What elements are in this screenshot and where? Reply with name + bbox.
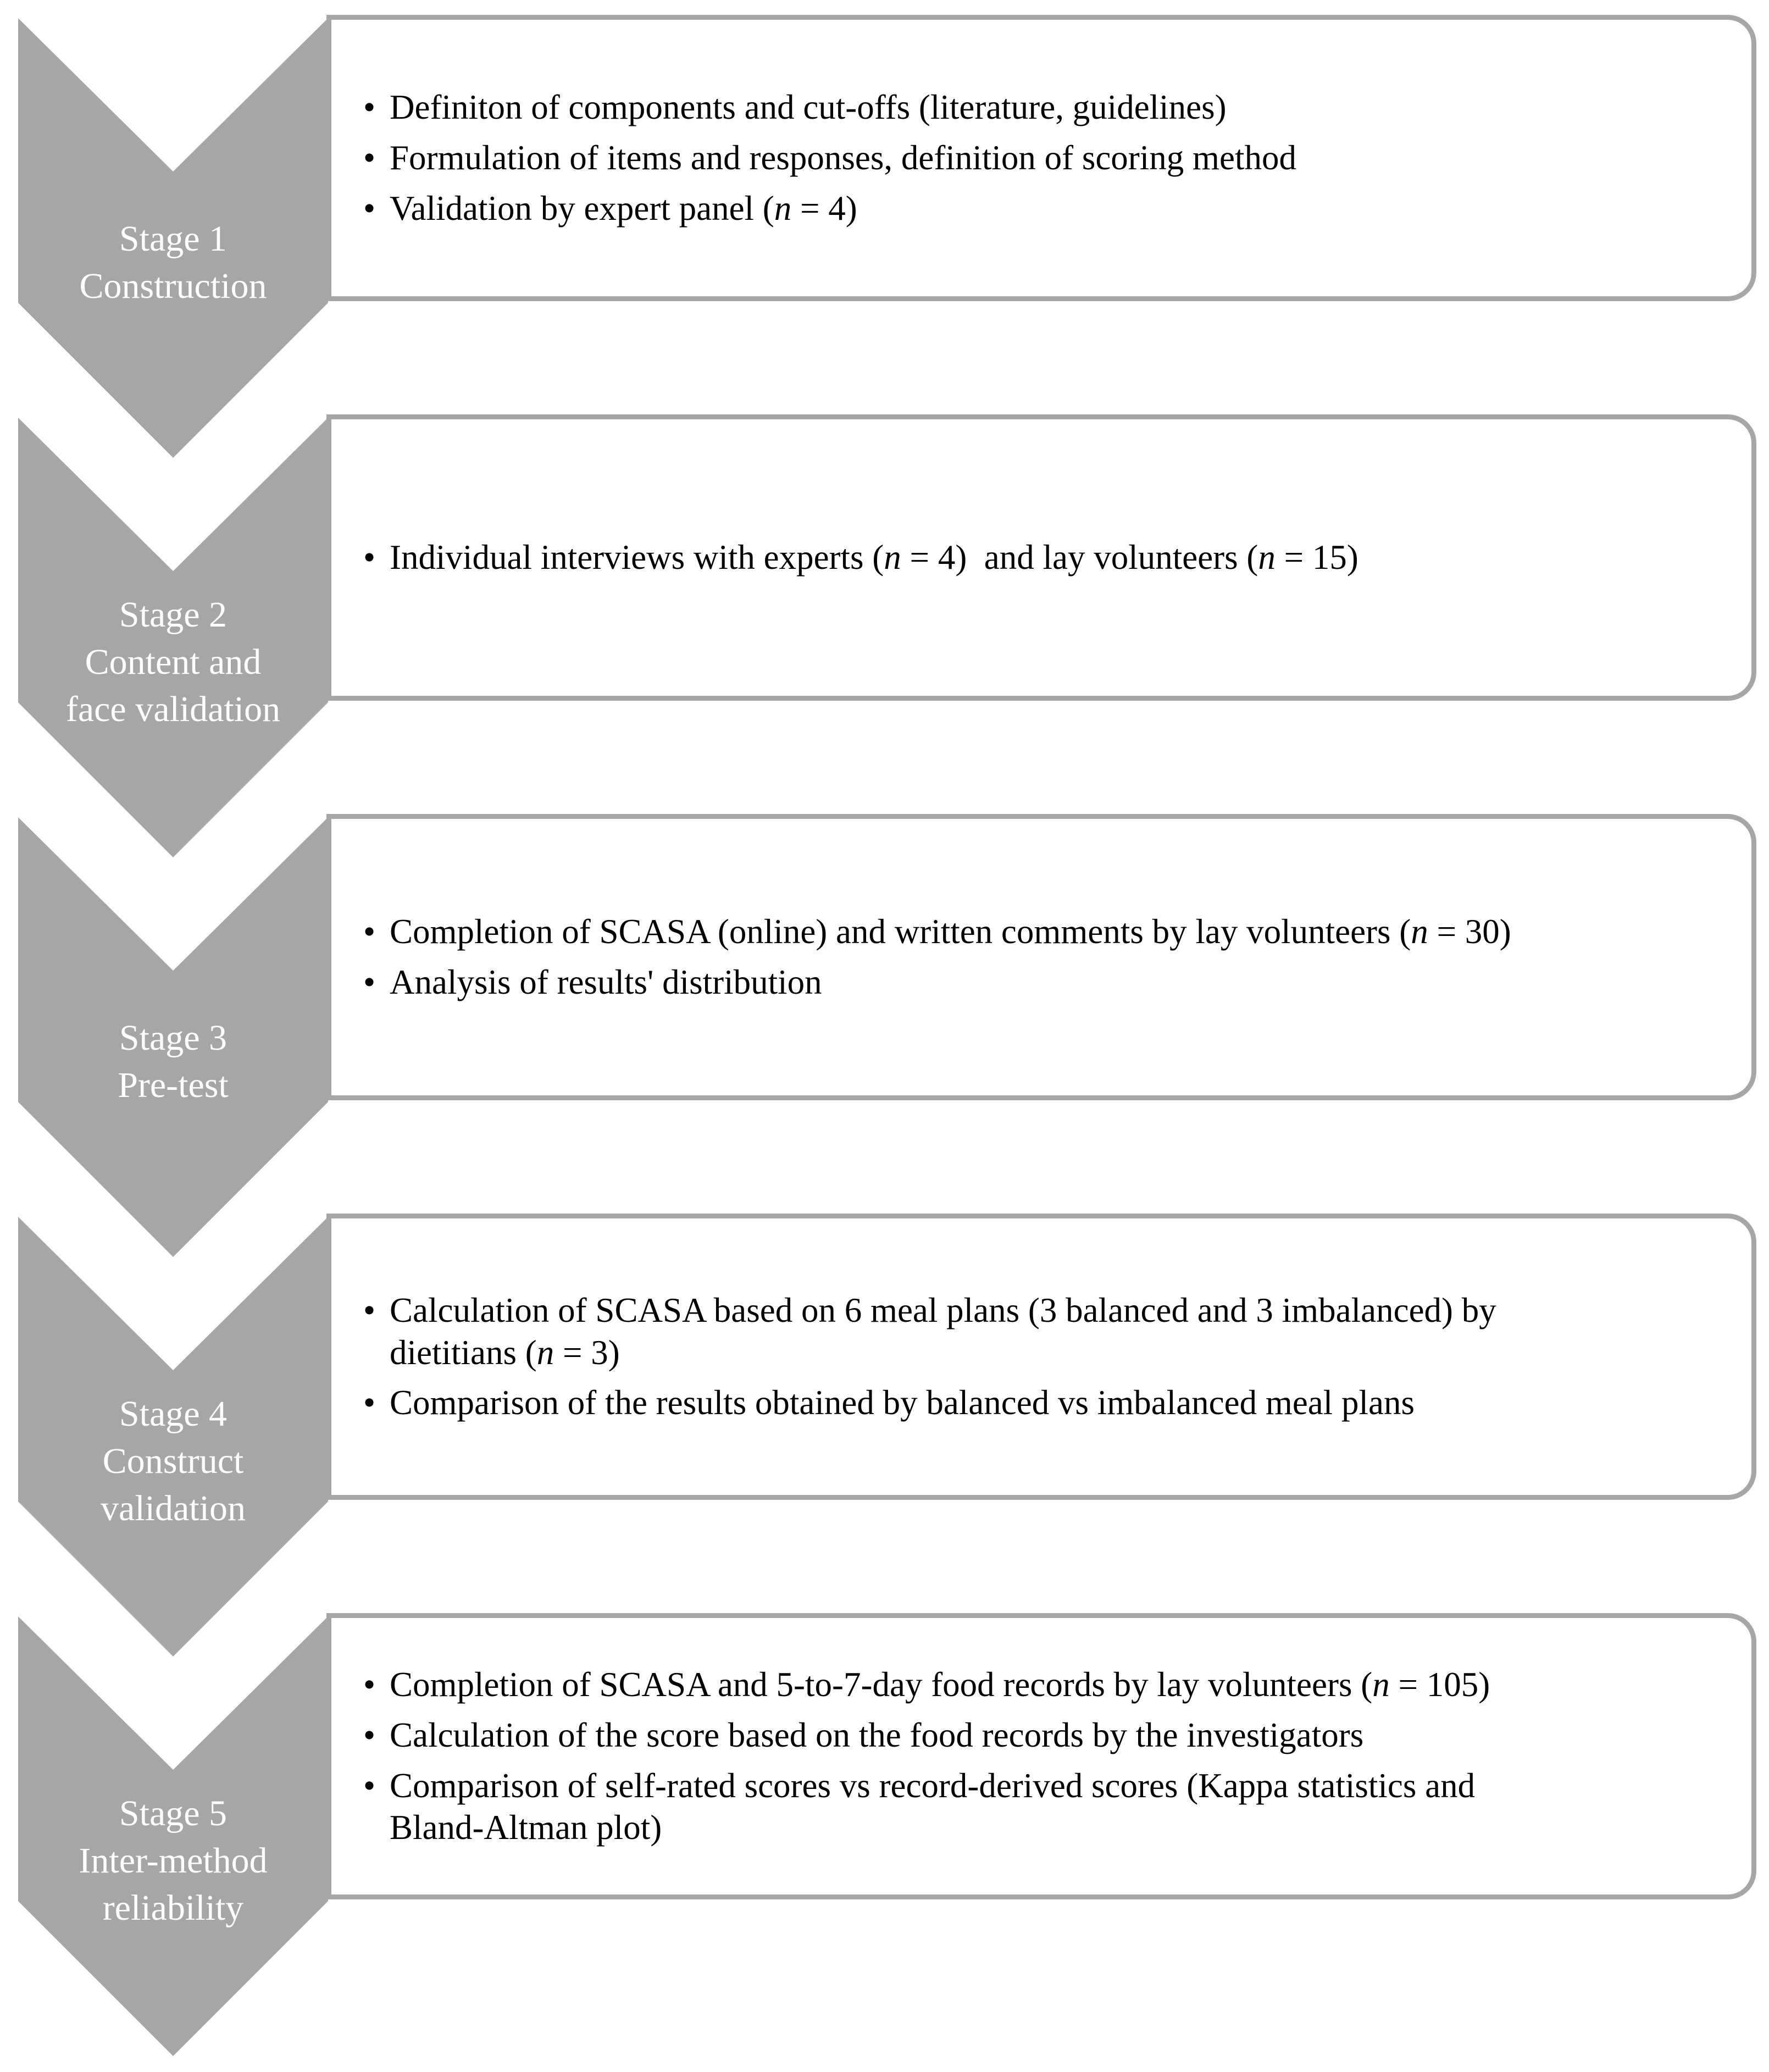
bullet-text: Definiton of components and cut-offs (li… [390,88,1227,127]
bullet-text: Individual interviews with experts (n = … [390,538,1358,577]
stage-3-label: Stage 3 Pre-test [118,1018,229,1105]
bullet-item: Definiton of components and cut-offs (li… [363,86,1721,129]
stage-5-bullet-list: Completion of SCASA and 5-to-7-day food … [363,1655,1721,1857]
bullet-text: Calculation of SCASA based on 6 meal pla… [390,1290,1496,1372]
stage-2-label: Stage 2 Content and face validation [65,595,281,729]
stage-1-detail-box: Definiton of components and cut-offs (li… [326,15,1756,301]
bullet-text: Completion of SCASA (online) and written… [390,912,1511,951]
stage-2-bullet-list: Individual interviews with experts (n = … [363,528,1721,587]
stage-4-bullet-list: Calculation of SCASA based on 6 meal pla… [363,1281,1721,1433]
stage-4-chevron: Stage 4 Construct validation [18,1217,328,1657]
stage-4-detail-box: Calculation of SCASA based on 6 meal pla… [326,1214,1756,1500]
bullet-item: Individual interviews with experts (n = … [363,536,1721,579]
bullet-text: Completion of SCASA and 5-to-7-day food … [390,1665,1490,1704]
stage-5-label: Stage 5 Inter-method reliability [79,1793,268,1928]
bullet-item: Analysis of results' distribution [363,961,1721,1004]
bullet-item: Completion of SCASA and 5-to-7-day food … [363,1664,1721,1706]
bullet-text: Validation by expert panel (n = 4) [390,189,857,228]
bullet-item: Completion of SCASA (online) and written… [363,911,1721,953]
stage-5-chevron: Stage 5 Inter-method reliability [18,1616,328,2056]
bullet-text: Calculation of the score based on the fo… [390,1715,1364,1754]
bullet-text: Analysis of results' distribution [390,963,822,1001]
stage-1-chevron: Stage 1 Construction [18,18,328,458]
stage-4-label: Stage 4 Construct validation [101,1394,246,1528]
bullet-item: Validation by expert panel (n = 4) [363,187,1721,230]
bullet-item: Comparison of self-rated scores vs recor… [363,1765,1721,1849]
stage-1-label: Stage 1 Construction [79,219,267,306]
bullet-text: Comparison of the results obtained by ba… [390,1383,1415,1422]
bullet-text: Comparison of self-rated scores vs recor… [390,1766,1476,1847]
bullet-item: Comparison of the results obtained by ba… [363,1382,1721,1424]
bullet-text: Formulation of items and responses, defi… [390,138,1296,178]
stage-2-detail-box: Individual interviews with experts (n = … [326,414,1756,701]
stage-2-chevron: Stage 2 Content and face validation [18,418,328,857]
stage-1-bullet-list: Definiton of components and cut-offs (li… [363,78,1721,238]
stage-3-detail-box: Completion of SCASA (online) and written… [326,814,1756,1100]
bullet-item: Calculation of the score based on the fo… [363,1714,1721,1757]
stage-5-detail-box: Completion of SCASA and 5-to-7-day food … [326,1613,1756,1899]
bullet-item: Formulation of items and responses, defi… [363,137,1721,179]
stage-3-bullet-list: Completion of SCASA (online) and written… [363,902,1721,1012]
bullet-item: Calculation of SCASA based on 6 meal pla… [363,1289,1721,1374]
stage-3-chevron: Stage 3 Pre-test [18,817,328,1257]
